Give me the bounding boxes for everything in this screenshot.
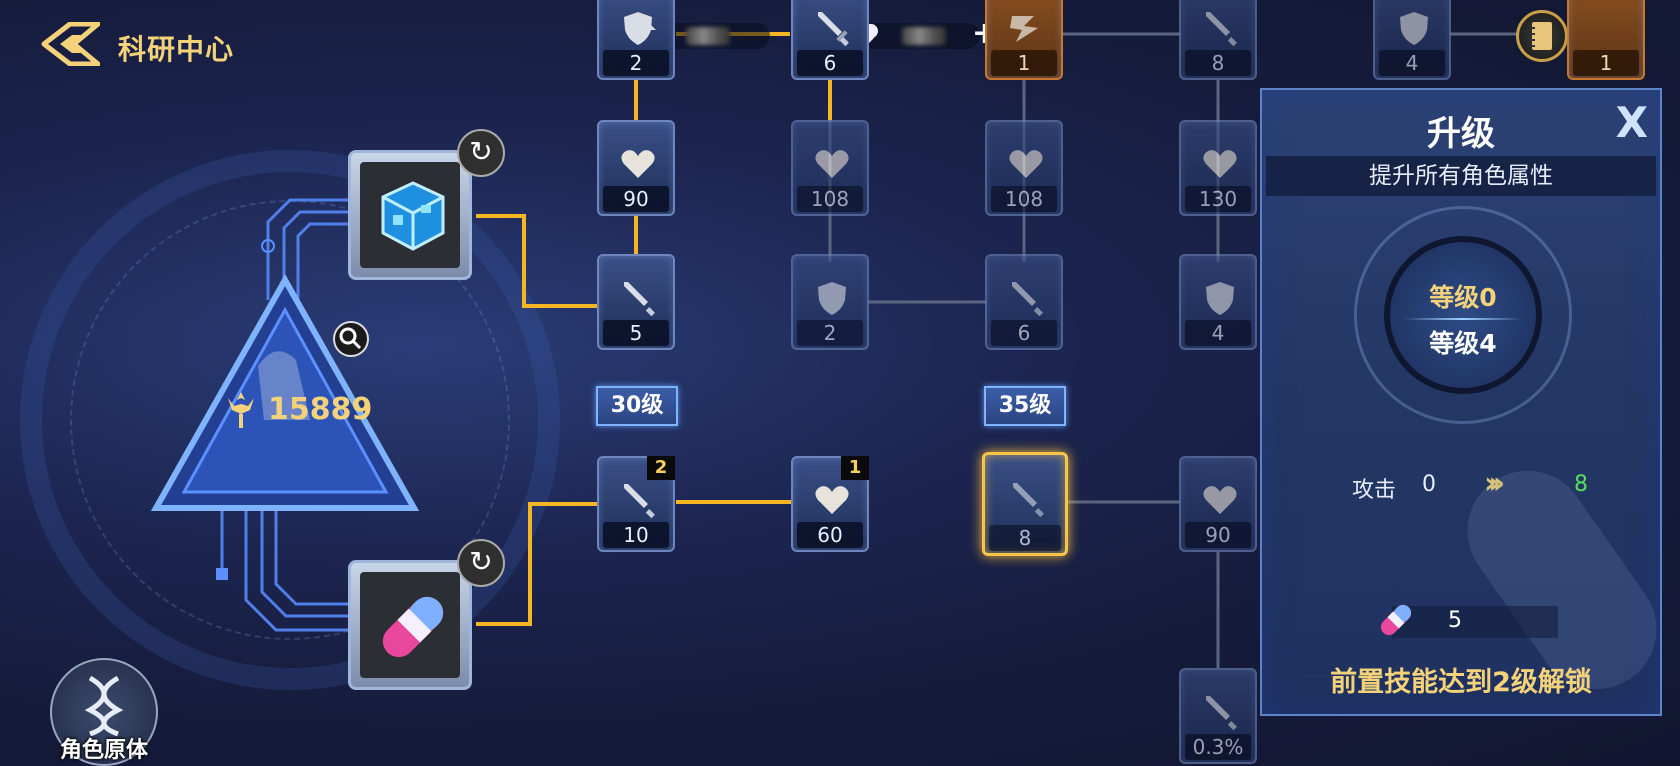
close-icon[interactable]: X: [1615, 98, 1648, 147]
dna-capsule-icon: [1380, 604, 1412, 636]
trident-power-icon: [228, 392, 254, 428]
resource-amount-hidden: [686, 27, 730, 45]
skill-node-sword[interactable]: 2 10: [597, 456, 675, 552]
current-level: 等级0: [1429, 283, 1497, 312]
sword-icon: [1013, 483, 1044, 518]
node-value: 130: [1185, 186, 1251, 212]
node-value: 5: [603, 320, 669, 346]
node-value: 0.3%: [1185, 734, 1251, 760]
node-value: 8: [989, 525, 1061, 551]
node-value: 4: [1185, 320, 1251, 346]
level-dial-ring: [1354, 206, 1572, 424]
shield-up-icon: [818, 282, 846, 315]
notebook-icon: [1530, 22, 1552, 50]
heart-icon: [1009, 150, 1043, 178]
panel-title: 升级: [1427, 114, 1495, 154]
shield-up-icon: [1400, 12, 1428, 45]
skill-node-shield[interactable]: 4: [1179, 254, 1257, 350]
dna-watermark-icon: [1467, 470, 1657, 690]
node-value: 60: [797, 522, 863, 548]
node-value: 108: [797, 186, 863, 212]
skill-node-shield[interactable]: 2: [791, 254, 869, 350]
upgrade-panel: 升级 X 提升所有角色属性 等级0 等级4 攻击 0 ››› 8 5 前置技能达…: [1260, 88, 1662, 716]
combat-power-value: 15889: [268, 392, 373, 427]
skill-node-heart[interactable]: 90: [597, 120, 675, 216]
node-value: 8: [1185, 50, 1251, 76]
skill-node-sword-selected[interactable]: 8: [982, 452, 1068, 556]
notebook-button[interactable]: [1516, 10, 1568, 62]
dna-capsule-icon: [382, 596, 444, 658]
refresh-icon[interactable]: ↻: [457, 539, 505, 587]
sword-icon: [1206, 696, 1237, 731]
prototype-label: 角色原体: [59, 738, 148, 763]
magnifier-icon[interactable]: [332, 320, 370, 358]
heart-icon: [621, 150, 655, 178]
dial-divider: [1404, 318, 1522, 320]
power-triangle: [150, 273, 420, 511]
capsule-chip-slot[interactable]: ↻: [348, 539, 505, 690]
level-dial: 等级0 等级4: [1384, 236, 1542, 394]
heart-icon: [815, 150, 849, 178]
node-level-badge: 1: [841, 456, 869, 480]
skill-node-sword[interactable]: 6: [791, 0, 869, 80]
stat-next-value: 8: [1574, 472, 1588, 497]
sword-icon: [1206, 12, 1237, 47]
node-value: 108: [991, 186, 1057, 212]
skill-node-heart[interactable]: 130: [1179, 120, 1257, 216]
skill-node-special[interactable]: 1: [985, 0, 1063, 80]
node-value: 90: [1185, 522, 1251, 548]
cost-bar: [1392, 606, 1558, 638]
node-value: 2: [603, 50, 669, 76]
sword-icon: [818, 12, 849, 47]
data-cube-icon: [381, 181, 445, 251]
node-value: 4: [1379, 50, 1445, 76]
cost-amount: 5: [1448, 608, 1462, 633]
node-level-badge: 2: [647, 456, 675, 480]
node-value: 6: [991, 320, 1057, 346]
shield-up-icon: [1206, 282, 1234, 315]
skill-node-heart[interactable]: 1 60: [791, 456, 869, 552]
cube-chip-slot[interactable]: ↻: [348, 129, 505, 280]
resource-amount-hidden: [902, 27, 946, 45]
dna-helix-icon: [84, 675, 124, 736]
skill-node-sword[interactable]: 8: [1179, 0, 1257, 80]
unlock-hint: 前置技能达到2级解锁: [1330, 667, 1592, 698]
sword-icon: [1012, 282, 1043, 317]
skill-node-heart[interactable]: 108: [791, 120, 869, 216]
skill-node-sword[interactable]: 6: [985, 254, 1063, 350]
page-title: 科研中心: [118, 33, 235, 66]
tier-tag-35: 35级: [984, 386, 1066, 426]
heart-icon: [1203, 486, 1237, 514]
node-value: 6: [797, 50, 863, 76]
triple-chevron-icon: ›››: [1484, 466, 1505, 501]
sword-icon: [624, 484, 655, 519]
heart-icon: [1203, 150, 1237, 178]
heart-icon: [815, 486, 849, 514]
node-value: 2: [797, 320, 863, 346]
refresh-icon[interactable]: ↻: [457, 129, 505, 177]
skill-node-heart[interactable]: 108: [985, 120, 1063, 216]
node-value: 90: [603, 186, 669, 212]
skill-node-sword[interactable]: 5: [597, 254, 675, 350]
skill-node-shield[interactable]: 4: [1373, 0, 1451, 80]
skill-node-sword[interactable]: 0.3%: [1179, 668, 1257, 764]
claw-icon: [1010, 16, 1038, 42]
panel-subtitle: 提升所有角色属性: [1266, 156, 1656, 196]
back-arrow-icon[interactable]: [40, 22, 100, 66]
node-value: 1: [1573, 50, 1639, 76]
node-value: 1: [991, 50, 1057, 76]
stat-name: 攻击: [1352, 478, 1397, 503]
stat-current-value: 0: [1422, 472, 1436, 497]
tier-tag-30: 30级: [596, 386, 678, 426]
skill-node-heart[interactable]: 90: [1179, 456, 1257, 552]
sword-icon: [624, 282, 655, 317]
shield-up-icon: [624, 12, 656, 45]
skill-node-shield[interactable]: 2: [597, 0, 675, 80]
node-value: 10: [603, 522, 669, 548]
prototype-button[interactable]: [50, 658, 158, 766]
skill-node-special[interactable]: 1: [1567, 0, 1645, 80]
max-level: 等级4: [1429, 329, 1497, 358]
